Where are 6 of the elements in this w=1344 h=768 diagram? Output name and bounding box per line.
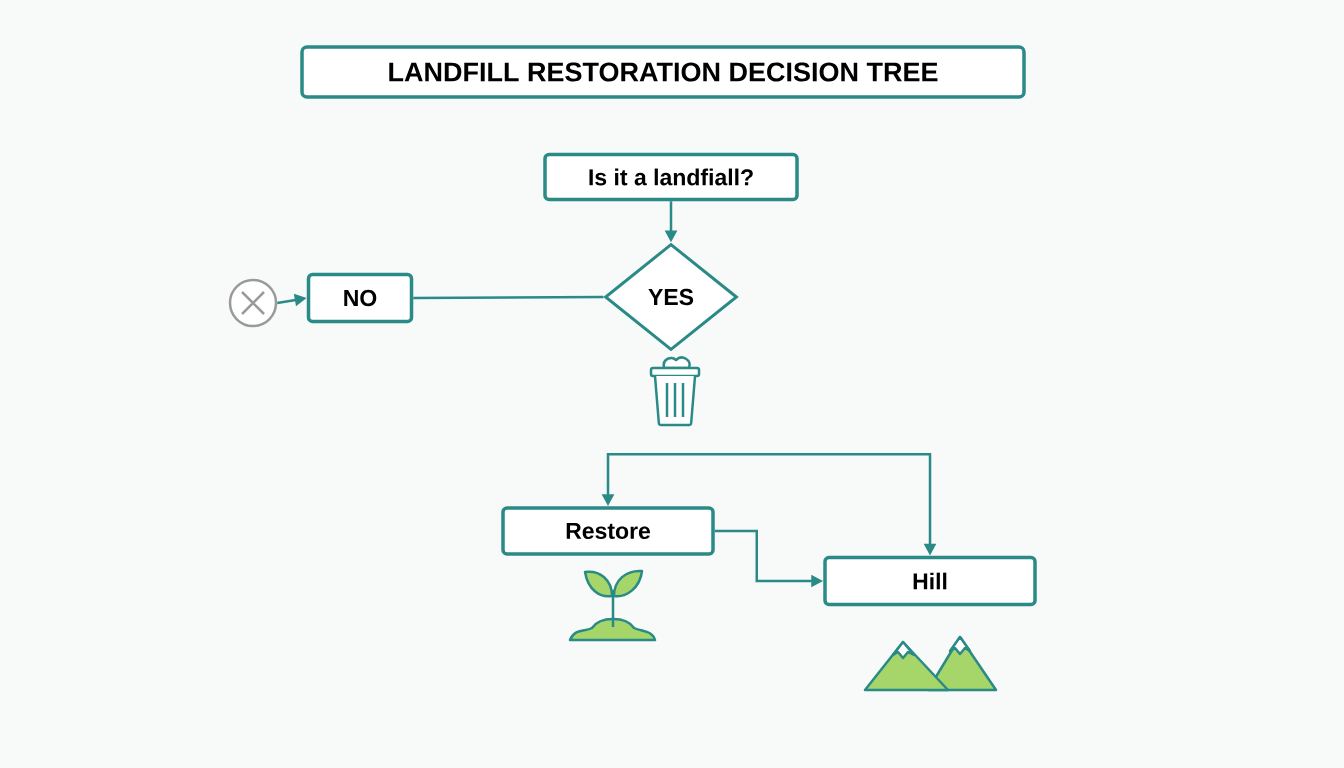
process-box: NO: [306, 272, 414, 324]
process-box: Restore: [501, 506, 715, 556]
cross-circle-icon: [228, 278, 278, 328]
process-box: Is it a landfiall?: [543, 152, 799, 202]
process-box: Hill: [823, 555, 1037, 607]
title-box: LANDFILL RESTORATION DECISION TREE: [300, 45, 1026, 99]
